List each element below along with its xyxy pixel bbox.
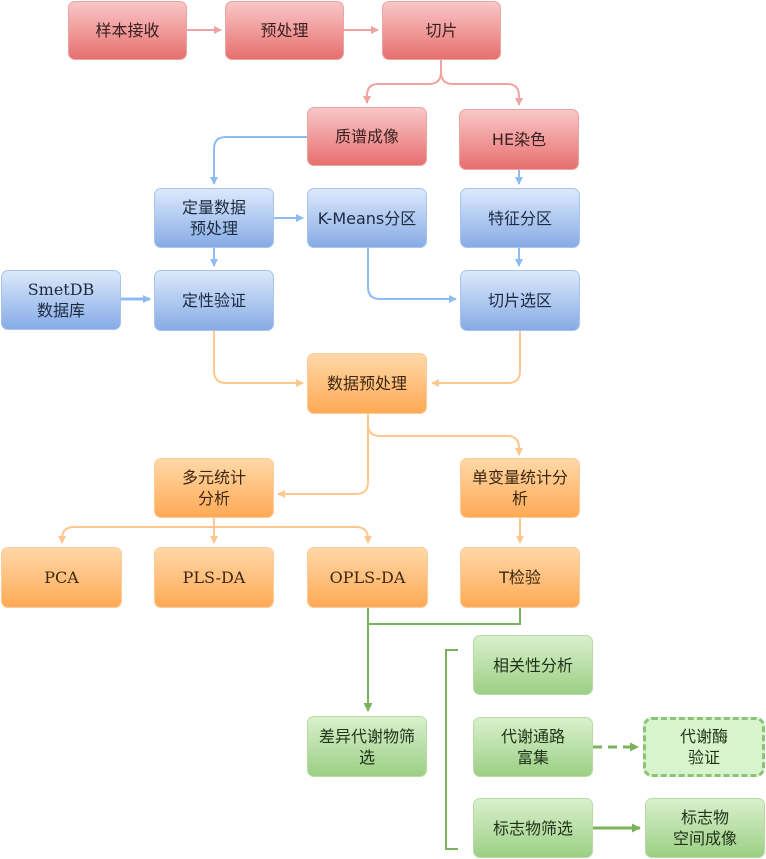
- node-pls-da: PLS-DA: [154, 547, 274, 608]
- node-t-test: T检验: [460, 547, 580, 608]
- arrow-kmeans-to-select: [367, 248, 457, 303]
- node-univariate-analysis: 单变量统计分 析: [460, 458, 580, 518]
- arrow-datapre-to-multi: [277, 424, 369, 498]
- node-sample-receive: 样本接收: [68, 1, 187, 60]
- node-correlation-analysis: 相关性分析: [473, 635, 593, 695]
- node-multivariate-analysis: 多元统计 分析: [154, 458, 274, 518]
- node-qualitative-validation: 定性验证: [154, 270, 274, 331]
- arrow-ttest-merge: [368, 608, 521, 625]
- arrow-slicing-to-he: [440, 71, 523, 106]
- node-smetdb: SmetDB 数据库: [1, 270, 121, 330]
- node-slicing: 切片: [382, 1, 501, 60]
- node-slice-region-select: 切片选区: [460, 270, 580, 331]
- node-kmeans: K-Means分区: [307, 188, 427, 248]
- arrow-msi-to-quant: [210, 136, 307, 185]
- node-pathway-enrichment: 代谢通路 富集: [473, 717, 593, 777]
- node-diff-metabolite-screen: 差异代谢物筛 选: [307, 716, 427, 777]
- node-feature-partition: 特征分区: [460, 188, 580, 248]
- arrow-qual-to-datapre: [213, 331, 304, 387]
- arrow-datapre-to-uni: [367, 414, 523, 456]
- node-preprocess: 预处理: [225, 1, 344, 60]
- bracket-diff-outputs: [445, 649, 458, 850]
- node-he-stain: HE染色: [459, 109, 579, 170]
- arrow-multi-to-oplsda: [214, 526, 372, 544]
- node-marker-spatial-imaging: 标志物 空间成像: [645, 798, 765, 858]
- node-quant-preprocess: 定量数据 预处理: [154, 188, 274, 248]
- arrow-select-to-datapre: [431, 331, 521, 387]
- node-opls-da: OPLS-DA: [307, 547, 428, 608]
- arrow-slicing-branch: [363, 60, 442, 104]
- node-marker-screen: 标志物筛选: [473, 798, 593, 858]
- arrow-multi-to-pca: [58, 518, 215, 544]
- node-enzyme-validation: 代谢酶 验证: [643, 717, 765, 777]
- node-data-preprocess: 数据预处理: [307, 353, 427, 414]
- node-pca: PCA: [1, 547, 122, 608]
- node-mass-spec-imaging: 质谱成像: [307, 107, 427, 166]
